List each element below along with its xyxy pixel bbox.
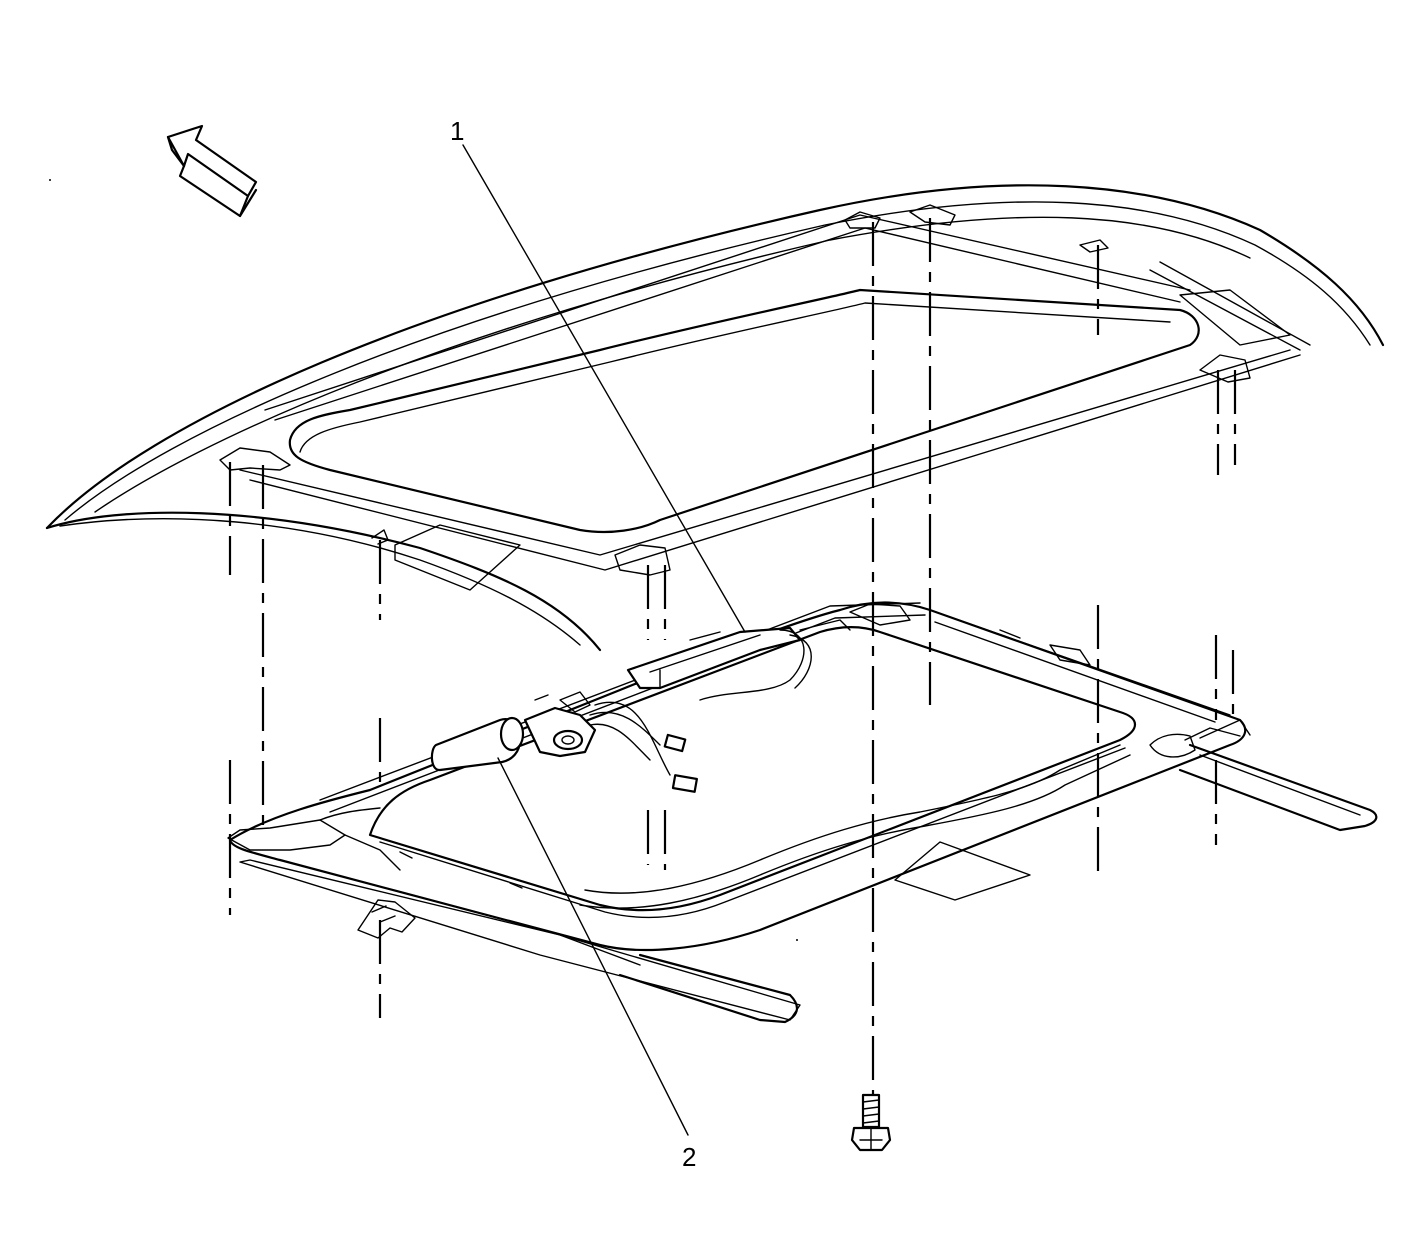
callout-2-label: 2 [682, 1142, 696, 1172]
sunroof-harness-cable [626, 619, 851, 701]
callout-1-leader [462, 144, 746, 633]
roof-panel [45, 184, 1385, 652]
sunroof-module-frame [227, 601, 1378, 1024]
sunroof-motor-assembly [430, 691, 698, 793]
alignment-lines [228, 218, 1237, 1095]
callout-1-label: 1 [450, 116, 464, 146]
callout-2-leader [497, 757, 689, 1136]
front-direction-arrow-icon [166, 124, 258, 218]
bolt-icon [850, 1093, 892, 1152]
